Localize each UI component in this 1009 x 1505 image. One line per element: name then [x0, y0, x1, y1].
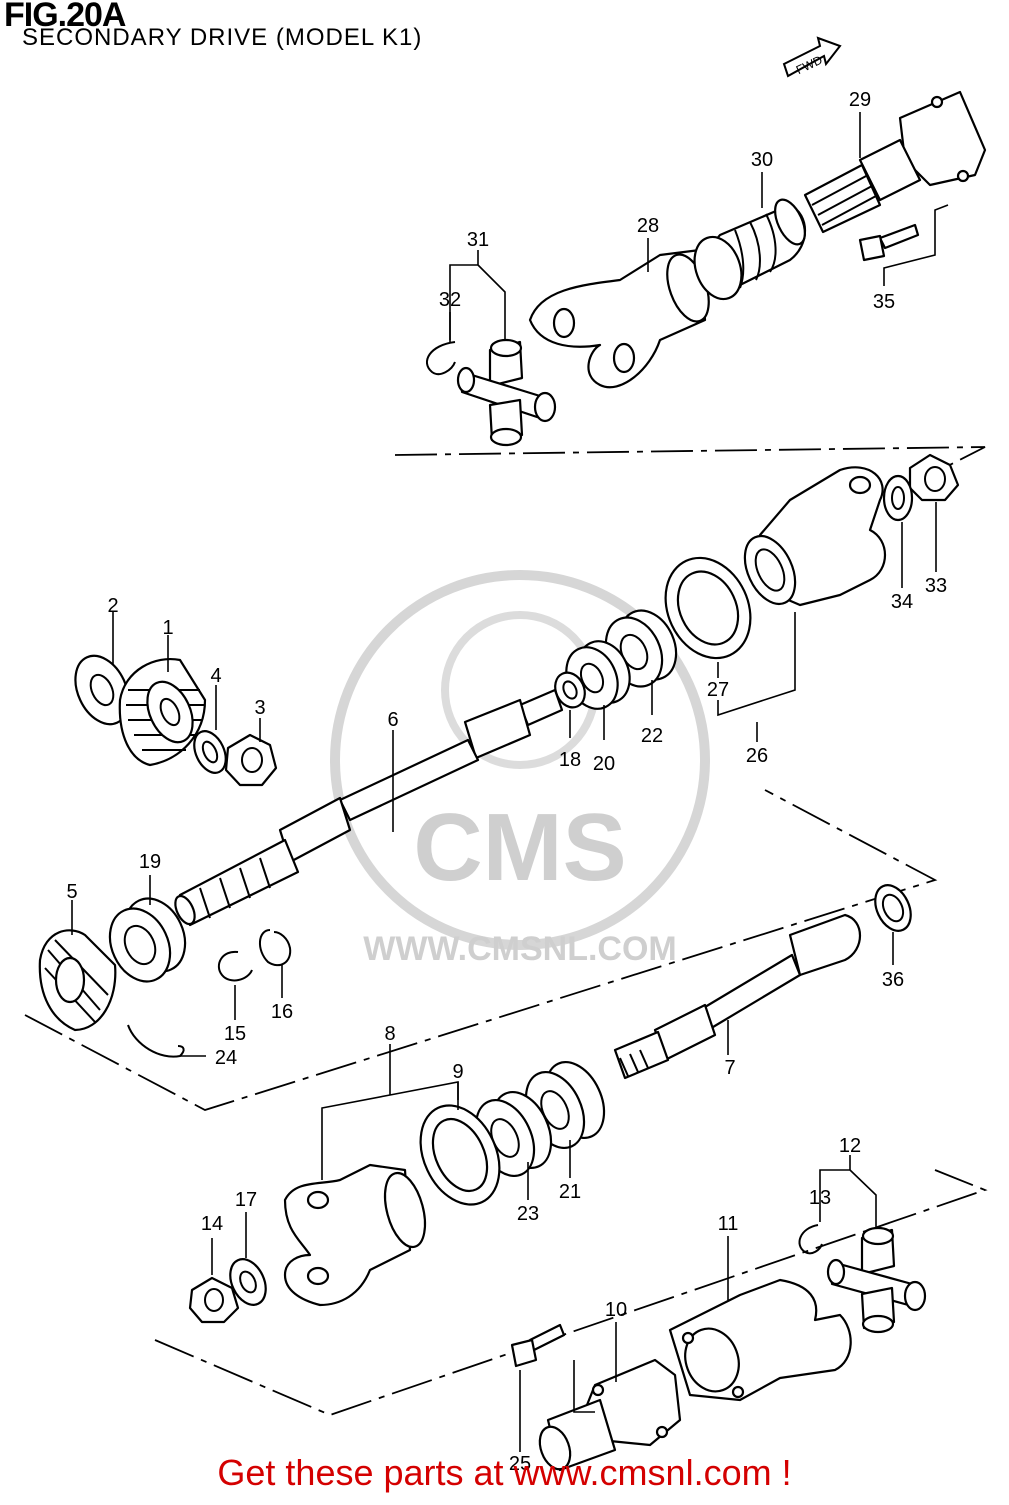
watermark: CMS WWW.CMSNL.COM: [330, 570, 710, 968]
callout-18: 18: [559, 749, 581, 771]
footer-link[interactable]: Get these parts at www.cmsnl.com !: [217, 1452, 792, 1493]
callout-4: 4: [210, 665, 221, 687]
callout-36: 36: [882, 969, 904, 991]
part-24-circlip: [127, 1024, 185, 1058]
part-21-bearing: [524, 1061, 606, 1149]
callout-22: 22: [641, 725, 663, 747]
callout-3: 3: [254, 697, 265, 719]
callout-27: 27: [707, 679, 729, 701]
callout-14: 14: [201, 1213, 223, 1235]
callout-2: 2: [107, 595, 118, 617]
callout-35: 35: [873, 291, 895, 313]
callout-26: 26: [746, 745, 768, 767]
part-12-universal-joint: [826, 1226, 927, 1334]
part-7-shaft: [613, 913, 861, 1080]
callout-13: 13: [809, 1187, 831, 1209]
watermark-brand: CMS: [413, 794, 626, 901]
callout-10: 10: [605, 1299, 627, 1321]
callout-6: 6: [387, 709, 398, 731]
callout-21: 21: [559, 1181, 581, 1203]
part-8-flange-yoke: [283, 1163, 427, 1307]
callout-7: 7: [724, 1057, 735, 1079]
callout-12: 12: [839, 1135, 861, 1157]
watermark-url: WWW.CMSNL.COM: [363, 930, 677, 968]
part-34-washer: [882, 474, 914, 522]
callout-numbers: 1 2 3 4 5 6 7 8 9 10 11 12 13 14 15 16 1…: [66, 89, 947, 1475]
fwd-arrow: FWD: [782, 36, 842, 78]
part-19-bearing: [108, 897, 187, 983]
part-36-circlip: [874, 884, 912, 932]
part-5-bevel-gear: [38, 929, 117, 1032]
part-33-nut: [908, 453, 960, 502]
callout-23: 23: [517, 1203, 539, 1225]
callout-5: 5: [66, 881, 77, 903]
part-13-circlip: [798, 1224, 823, 1255]
part-11-yoke: [668, 1278, 852, 1402]
callout-29: 29: [849, 89, 871, 111]
section-boundaries: [24, 446, 988, 1416]
part-14-nut: [188, 1276, 240, 1324]
callout-17: 17: [235, 1189, 257, 1211]
part-10-output-housing: [538, 1358, 682, 1472]
part-26-flange-yoke: [743, 466, 886, 607]
figure-subtitle: SECONDARY DRIVE (MODEL K1): [22, 24, 423, 51]
part-32-circlip: [426, 341, 456, 376]
part-1-bevel-gear: [118, 657, 207, 767]
callout-33: 33: [925, 575, 947, 597]
part-16-circlip: [259, 929, 292, 967]
part-6-shaft: [174, 688, 564, 927]
callout-1: 1: [162, 617, 173, 639]
part-4-shim: [193, 730, 227, 774]
callout-11: 11: [718, 1213, 739, 1235]
part-2-washer: [74, 654, 130, 726]
part-35-bolt: [858, 223, 920, 262]
callout-16: 16: [271, 1001, 293, 1023]
callout-24: 24: [215, 1047, 237, 1069]
callout-30: 30: [751, 149, 773, 171]
callout-34: 34: [891, 591, 913, 613]
leader-lines: [71, 112, 949, 1452]
callout-8: 8: [384, 1023, 395, 1045]
part-3-nut: [224, 733, 278, 787]
callout-31: 31: [467, 229, 489, 251]
part-25-bolt: [510, 1323, 566, 1368]
callout-15: 15: [224, 1023, 246, 1045]
callout-9: 9: [452, 1061, 463, 1083]
figure-title: FIG.20A: [4, 0, 126, 34]
part-28-yoke: [528, 235, 743, 389]
callout-32: 32: [439, 289, 461, 311]
callout-28: 28: [637, 215, 659, 237]
part-31-universal-joint: [456, 338, 557, 447]
part-29-output-shaft-housing: [803, 90, 987, 234]
callout-25: 25: [509, 1453, 531, 1475]
callout-19: 19: [139, 851, 161, 873]
part-17-washer: [229, 1258, 267, 1306]
part-15-circlip: [217, 950, 253, 982]
part-27-oil-seal: [664, 556, 752, 660]
part-9-oil-seal: [419, 1104, 501, 1206]
callout-20: 20: [593, 753, 615, 775]
